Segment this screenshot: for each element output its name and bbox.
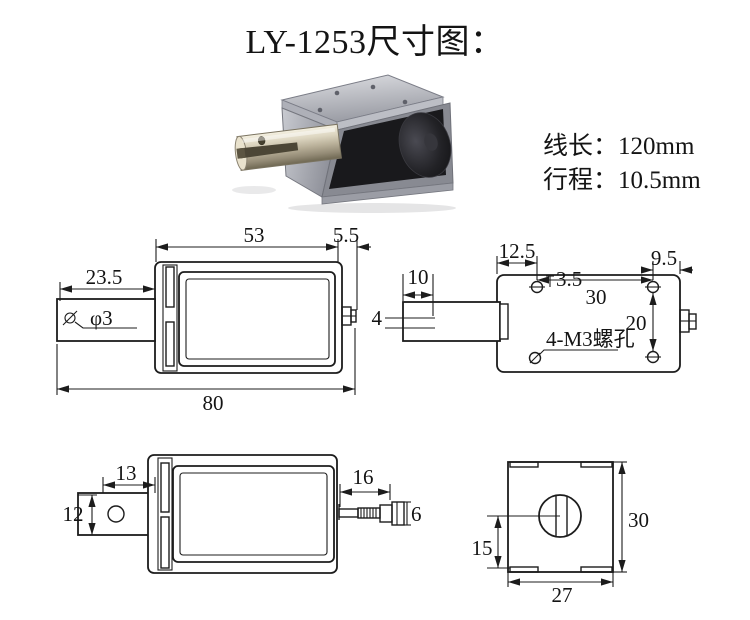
- dim-hole-span-v: 20: [626, 311, 647, 335]
- dim-screw-length: 16: [353, 465, 374, 489]
- top-view-body: [385, 274, 697, 373]
- spec-wire-length: 线长：120mm: [543, 133, 695, 160]
- dim-hole-edge-offset: 3.5: [556, 267, 582, 291]
- side-view-hole-callout: φ3: [62, 306, 137, 330]
- dim-slot-width: 4: [372, 306, 383, 330]
- side-view-plunger: [56, 298, 156, 342]
- frame-screw-holes: [317, 84, 408, 113]
- thread-holes-label: 4-M3螺孔: [546, 327, 635, 351]
- top-view-drawing: 12.5 9.5 10 4 3.5 30 20 4-M3螺孔: [372, 239, 697, 373]
- side-view-dims: 53 5.5 23.5 80: [56, 223, 371, 415]
- dim-height: 30: [628, 508, 649, 532]
- photo-shadow: [232, 186, 456, 213]
- dim-tab-width: 5.5: [333, 223, 359, 247]
- dim-body-width: 53: [244, 223, 265, 247]
- dim-plunger-ext: 13: [116, 461, 137, 485]
- dim-plunger-length: 23.5: [86, 265, 123, 289]
- bottom-view-dims: 13 12 16 6: [63, 461, 422, 536]
- front-view-dims: 15 30 27: [472, 461, 649, 607]
- side-view-body: [56, 261, 357, 374]
- dim-plunger-height: 12: [63, 502, 84, 526]
- page-title: LY-1253尺寸图：: [245, 24, 505, 61]
- spec-list: 线长：120mm 行程：10.5mm: [543, 130, 701, 198]
- dim-center-offset: 15: [472, 536, 493, 560]
- top-view-plunger: [402, 301, 501, 342]
- top-view-dims: 12.5 9.5 10 4 3.5 30 20 4-M3螺孔: [372, 239, 693, 356]
- top-view-mount-holes: [528, 280, 661, 365]
- plunger-hole: [257, 136, 266, 146]
- dim-hole-span-h: 30: [586, 285, 607, 309]
- front-view-body: [487, 461, 614, 573]
- bottom-view-plunger: [77, 492, 159, 536]
- dim-width: 27: [552, 583, 573, 607]
- dim-hole-right-offset: 9.5: [651, 246, 677, 270]
- solenoid-plunger: [234, 123, 342, 171]
- front-view-drawing: 15 30 27: [472, 461, 649, 607]
- bottom-view-drawing: 13 12 16 6: [63, 454, 422, 574]
- spec-stroke: 行程：10.5mm: [543, 167, 701, 194]
- solenoid-coil: [398, 112, 452, 178]
- product-photo: [232, 74, 456, 213]
- bottom-view-screw: [338, 501, 405, 526]
- dim-hole-left-offset: 12.5: [499, 239, 536, 263]
- side-view-drawing: φ3 53 5.5 23.5 80: [56, 223, 371, 415]
- dim-slot-length: 10: [408, 265, 429, 289]
- plunger-slot: [239, 142, 299, 159]
- dim-hole-dia: φ3: [90, 306, 113, 330]
- dim-screw-head: 6: [411, 502, 422, 526]
- dim-total-length: 80: [203, 391, 224, 415]
